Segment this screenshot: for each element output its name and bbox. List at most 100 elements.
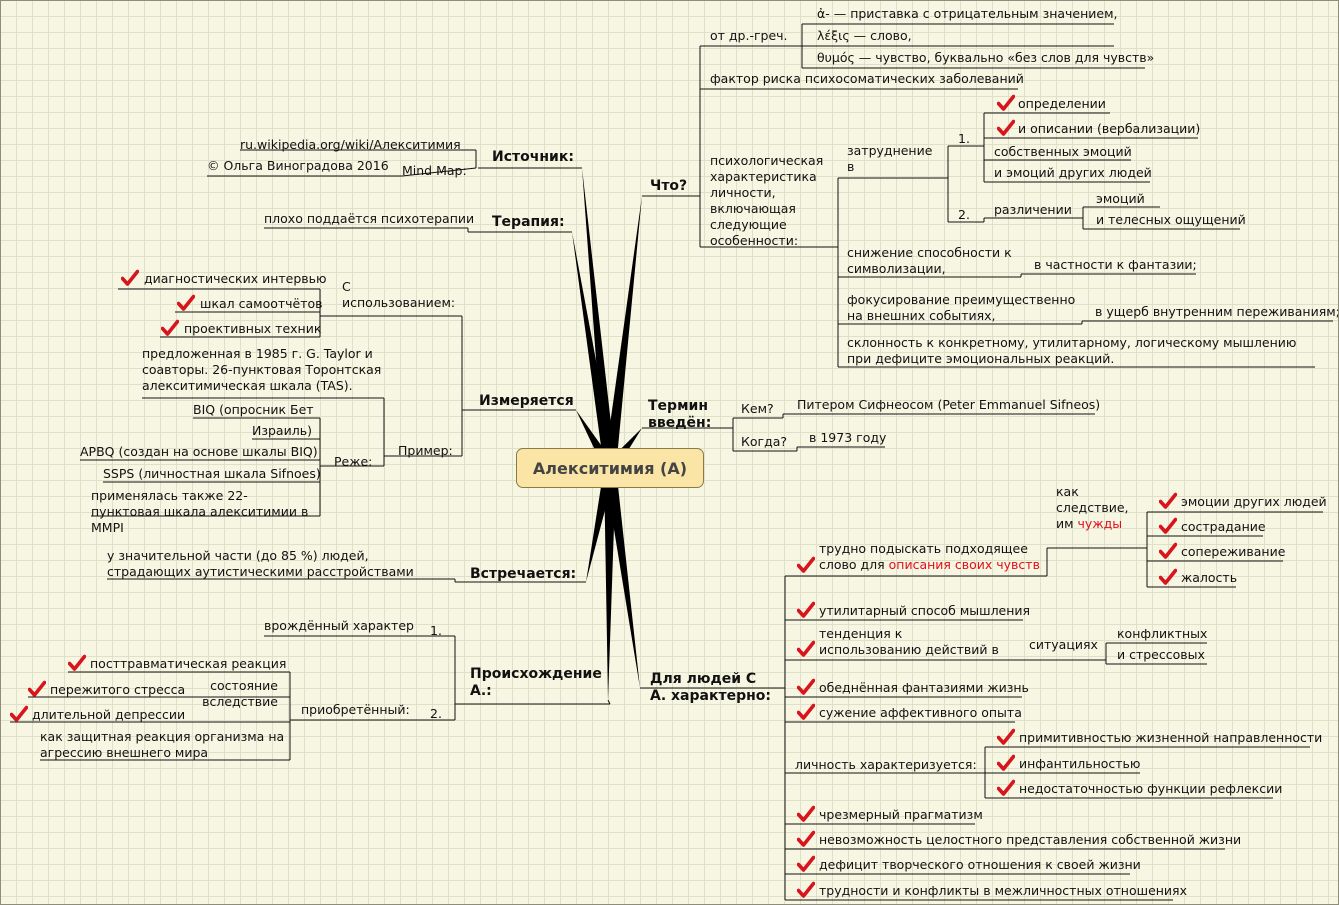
check-icon xyxy=(997,754,1015,771)
greek-item-1: ἀ- — приставка с отрицательным значением… xyxy=(817,6,1118,21)
branch-spoke xyxy=(604,467,616,700)
check-icon xyxy=(797,556,815,573)
term-who: Питером Сифнеосом (Peter Emmanuel Sifneo… xyxy=(797,397,1101,412)
branch-spoke xyxy=(582,168,616,469)
tail-item-1: чрезмерный прагматизм xyxy=(819,807,983,822)
personality-label: личность характеризуется: xyxy=(795,757,977,772)
origin-number-1: 1. xyxy=(430,623,442,638)
check-icon xyxy=(997,728,1015,745)
hard-to-describe-highlight: описания своих чувств xyxy=(888,557,1040,572)
risk-factor: фактор риска психосоматических заболеван… xyxy=(710,71,1024,86)
state-item-1: посттравматическая реакция xyxy=(90,656,287,671)
alien-item-4: жалость xyxy=(1181,570,1238,585)
origin-protective: как защитная реакция организма на агресс… xyxy=(40,729,285,760)
term-when: в 1973 году xyxy=(809,430,887,445)
rarer-item-2: Израиль) xyxy=(252,423,312,438)
branch-source[interactable]: Источник: xyxy=(492,149,574,165)
tail-item-3: дефицит творческого отношения к своей жи… xyxy=(819,857,1141,872)
using-item-2: шкал самоотчётов xyxy=(200,296,323,311)
distinguish-item-2: и телесных ощущений xyxy=(1096,212,1246,227)
connector-line xyxy=(401,167,477,177)
check-icon xyxy=(797,601,815,618)
concrete-thinking: склонность к конкретному, утилитарному, … xyxy=(847,335,1297,366)
distinguish-item-1: эмоций xyxy=(1096,191,1145,206)
situation-item-2: и стрессовых xyxy=(1117,647,1205,662)
state-item-3: длительной депрессии xyxy=(32,707,186,722)
greek-item-3: θυμός — чувство, буквально «без слов для… xyxy=(817,50,1155,65)
symbolization-sub: в частности к фантазии; xyxy=(1034,257,1197,272)
occurs-text: у значительной части (до 85 %) людей, ст… xyxy=(107,548,414,579)
check-icon xyxy=(997,94,1015,111)
source-author: © Ольга Виноградова 2016 xyxy=(207,158,389,173)
action-tendency: тенденция к использованию действий в xyxy=(819,626,999,657)
utilitarian-thinking: утилитарный способ мышления xyxy=(819,603,1031,618)
branch-origin[interactable]: Происхождение А.: xyxy=(470,666,602,699)
difficulty-label: затруднение в xyxy=(847,143,933,174)
rarer-item-1: BIQ (опросник Бет xyxy=(193,402,314,417)
greek-item-2: λέξις — слово, xyxy=(817,28,912,43)
check-icon xyxy=(797,881,815,898)
branch-term[interactable]: Термин введён: xyxy=(648,398,712,431)
external-focus-sub: в ущерб внутренним переживаниям; xyxy=(1095,304,1339,319)
rarer-label: Реже: xyxy=(334,454,373,469)
difficulty-number-2: 2. xyxy=(958,207,970,222)
difficulty-number-1: 1. xyxy=(958,131,970,146)
tail-item-4: трудности и конфликты в межличностных от… xyxy=(819,883,1187,898)
source-url[interactable]: ru.wikipedia.org/wiki/Алекситимия xyxy=(240,137,461,152)
check-icon xyxy=(10,705,28,722)
using-item-3: проективных техник xyxy=(184,321,322,336)
branch-spoke xyxy=(572,232,616,469)
consequence-highlight: чужды xyxy=(1077,516,1123,531)
check-icon xyxy=(997,119,1015,136)
check-icon xyxy=(997,779,1015,796)
branch-people[interactable]: Для людей С А. характерно: xyxy=(650,671,771,704)
tail-item-2: невозможность целостного представления с… xyxy=(819,832,1242,847)
difficulty-item-1: определении xyxy=(1018,96,1106,111)
symbolization: снижение способности к символизации, xyxy=(847,245,1012,276)
branch-spoke xyxy=(604,196,642,469)
alien-item-1: эмоции других людей xyxy=(1181,494,1327,509)
example-text: предложенная в 1985 г. G. Taylor и соавт… xyxy=(142,346,382,393)
check-icon xyxy=(121,269,139,286)
personality-item-2: инфантильностью xyxy=(1019,756,1141,771)
connector-line xyxy=(607,699,611,705)
external-focus: фокусирование преимущественно на внешних… xyxy=(847,292,1076,323)
check-icon xyxy=(161,319,179,336)
using-label: С использованием: xyxy=(342,279,456,310)
check-icon xyxy=(1159,542,1177,559)
rarer-item-5: применялась также 22-пунктовая шкала але… xyxy=(91,488,309,535)
origin-innate: врождённый характер xyxy=(264,618,414,633)
check-icon xyxy=(797,830,815,847)
consequence-label: как следствие, им чужды xyxy=(1056,484,1129,531)
using-item-1: диагностических интервью xyxy=(144,271,327,286)
check-icon xyxy=(1159,492,1177,509)
situation-item-1: конфликтных xyxy=(1117,626,1208,641)
personality-item-1: примитивностью жизненной направленности xyxy=(1019,730,1323,745)
poor-fantasy-life: обеднённая фантазиями жизнь xyxy=(819,680,1029,695)
alien-item-3: сопереживание xyxy=(1181,544,1286,559)
branch-spoke xyxy=(604,467,640,688)
alien-item-2: сострадание xyxy=(1181,519,1266,534)
rarer-item-4: SSPS (личностная шкала Sifnoes) xyxy=(103,466,321,481)
branch-therapy[interactable]: Терапия: xyxy=(492,214,565,230)
hard-to-describe: трудно подыскать подходящее слово для оп… xyxy=(819,541,1040,572)
check-icon xyxy=(797,678,815,695)
example-label: Пример: xyxy=(398,443,453,458)
check-icon xyxy=(797,640,815,657)
term-who-label: Кем? xyxy=(741,401,774,416)
branch-measured[interactable]: Измеряется xyxy=(479,393,574,409)
state-item-2: пережитого стресса xyxy=(50,682,186,697)
greek-label: от др.-греч. xyxy=(710,28,788,43)
check-icon xyxy=(68,654,86,671)
narrowed-affect: сужение аффективного опыта xyxy=(819,705,1022,720)
check-icon xyxy=(797,805,815,822)
difficulty-item-2: и описании (вербализации) xyxy=(1018,121,1201,136)
central-topic[interactable]: Алекситимия (А) xyxy=(516,448,704,488)
branch-occurs[interactable]: Встречается: xyxy=(470,566,577,582)
origin-acquired: приобретённый: xyxy=(301,702,410,717)
distinguish-label: различении xyxy=(994,202,1072,217)
branch-what[interactable]: Что? xyxy=(650,178,688,194)
check-icon xyxy=(28,680,46,697)
difficulty-item-4: и эмоций других людей xyxy=(994,165,1152,180)
